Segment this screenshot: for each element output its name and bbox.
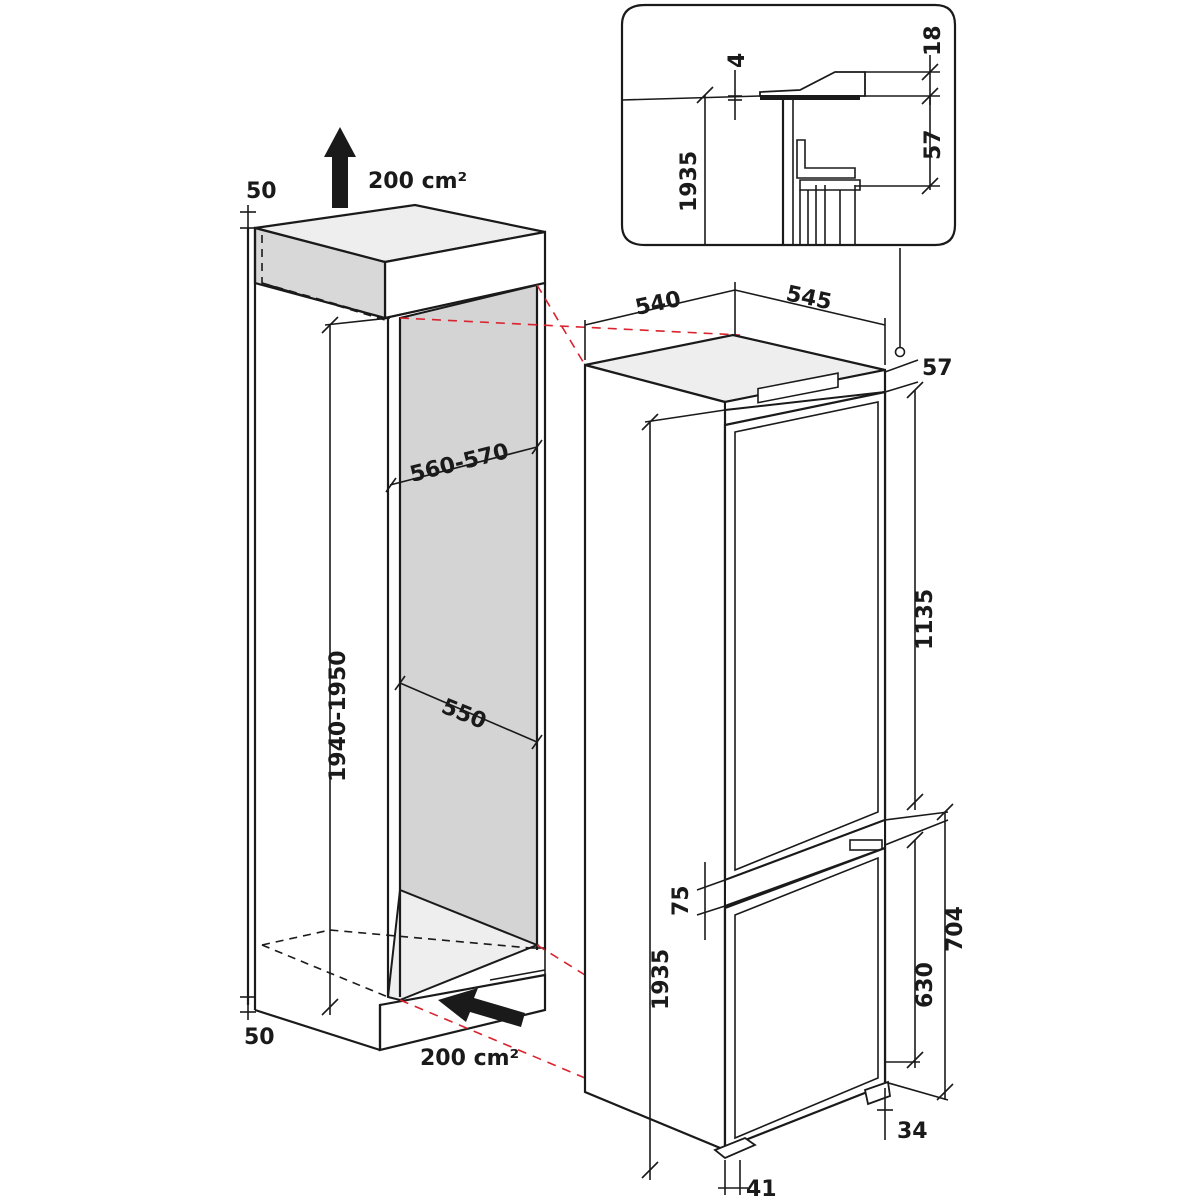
- dim-base: 34: [877, 1088, 928, 1144]
- appliance: [583, 333, 891, 1160]
- fridge-door: [723, 390, 887, 882]
- base-offset-label: 34: [897, 1119, 928, 1144]
- cabinet-niche: [246, 203, 547, 1052]
- niche-back-wall: [399, 283, 538, 997]
- arrow-left-icon: [438, 988, 525, 1027]
- arrow-up-icon: [324, 127, 356, 208]
- depth-body-label: 540: [633, 287, 683, 321]
- airflow-bottom-label: 200 cm²: [420, 1046, 519, 1071]
- top-offset-label: 57: [922, 356, 953, 381]
- fridge-door-label: 1135: [913, 589, 938, 650]
- door-gap-label: 75: [669, 885, 694, 916]
- detail-bracket-label: 57: [921, 129, 946, 160]
- detail-gap-label: 4: [725, 53, 750, 68]
- gap-bottom-label: 50: [244, 1025, 275, 1050]
- niche-height-label: 1940-1950: [326, 650, 351, 782]
- foot-label: 41: [746, 1177, 777, 1200]
- freezer-door-label: 630: [913, 962, 938, 1008]
- dim-gap-top: 50: [240, 179, 277, 235]
- lower-section-label: 704: [943, 906, 968, 952]
- dim-top-offset: 57: [884, 248, 953, 393]
- dim-niche-depth: 550: [394, 675, 543, 750]
- alignment-guides: [399, 284, 741, 1079]
- appliance-side: [583, 363, 727, 1152]
- dim-gap-bottom: 50: [240, 990, 275, 1050]
- gap-top-label: 50: [246, 179, 277, 204]
- front-foot: [713, 1136, 757, 1160]
- dim-foot: 41: [718, 1160, 777, 1200]
- airflow-in-arrow: 200 cm²: [420, 988, 525, 1071]
- rear-foot: [863, 1080, 891, 1106]
- detail-height-label: 1935: [677, 151, 702, 212]
- dim-door-gap: 75: [669, 862, 726, 940]
- dim-niche-height: 1940-1950: [321, 316, 391, 1016]
- front-height-label: 1935: [649, 949, 674, 1010]
- airflow-top-label: 200 cm²: [368, 169, 467, 194]
- airflow-up-arrow: 200 cm²: [324, 127, 467, 208]
- detail-top-label: 18: [921, 25, 946, 56]
- depth-total-label: 545: [784, 281, 834, 315]
- dim-lower: 630 704: [884, 803, 968, 1101]
- dim-front-height: 1935: [641, 409, 726, 1180]
- detail-inset: 1935 4 18 57: [620, 3, 957, 247]
- dim-fridge-door: 1135: [906, 381, 938, 811]
